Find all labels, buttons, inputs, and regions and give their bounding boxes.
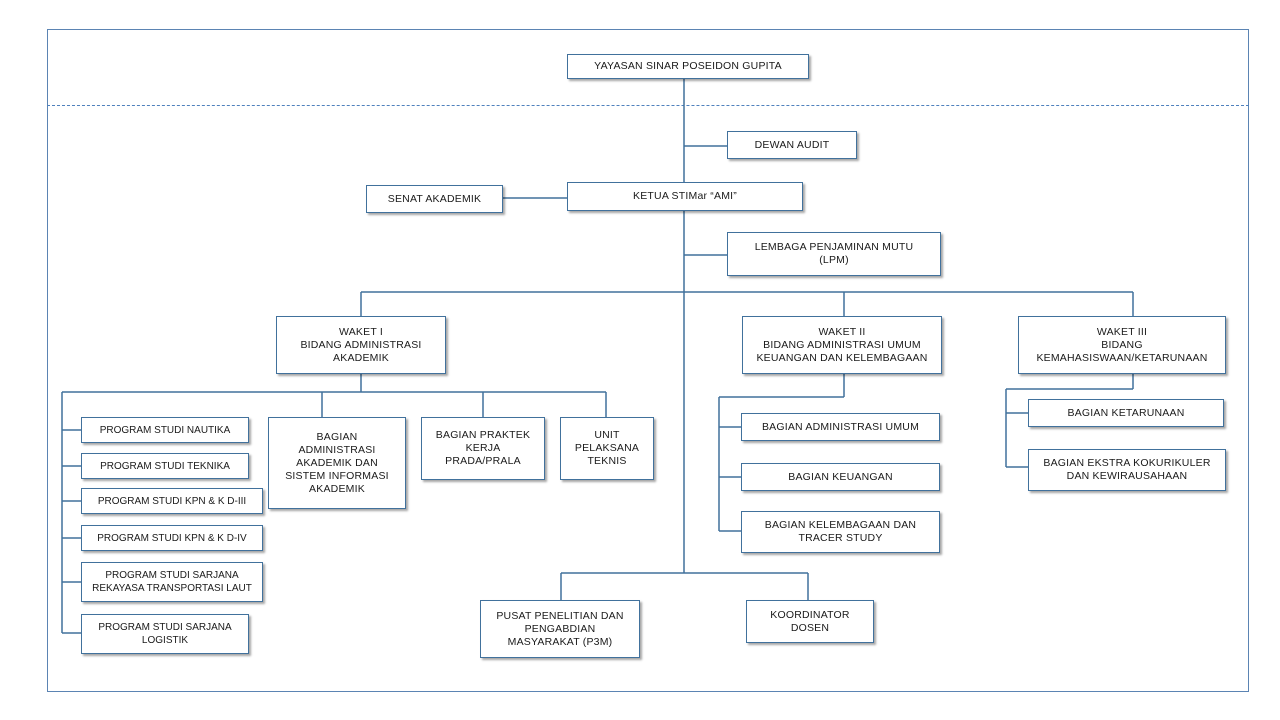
node-dewan-audit-label: DEWAN AUDIT: [754, 138, 830, 151]
node-prodi-kpn-d3-label: PROGRAM STUDI KPN & K D-III: [97, 495, 247, 507]
node-waket-1-label: WAKET I BIDANG ADMINISTRASI AKADEMIK: [300, 325, 422, 364]
node-senat-akademik: SENAT AKADEMIK: [366, 185, 503, 213]
node-unit-pelaksana-teknis-label: UNIT PELAKSANA TEKNIS: [574, 429, 640, 467]
node-prodi-kpn-d3: PROGRAM STUDI KPN & K D-III: [81, 488, 263, 514]
node-bagian-praktek-kerja-label: BAGIAN PRAKTEK KERJA PRADA/PRALA: [435, 429, 531, 467]
node-waket-2: WAKET II BIDANG ADMINISTRASI UMUM KEUANG…: [742, 316, 942, 374]
node-bagian-administrasi-akademik: BAGIAN ADMINISTRASI AKADEMIK DAN SISTEM …: [268, 417, 406, 509]
node-bagian-ekstra-kokurikuler: BAGIAN EKSTRA KOKURIKULER DAN KEWIRAUSAH…: [1028, 449, 1226, 491]
node-bagian-administrasi-umum-label: BAGIAN ADMINISTRASI UMUM: [761, 420, 920, 433]
node-yayasan: YAYASAN SINAR POSEIDON GUPITA: [567, 54, 809, 79]
node-waket-1: WAKET I BIDANG ADMINISTRASI AKADEMIK: [276, 316, 446, 374]
node-bagian-keuangan: BAGIAN KEUANGAN: [741, 463, 940, 491]
node-prodi-nautika: PROGRAM STUDI NAUTIKA: [81, 417, 249, 443]
node-yayasan-label: YAYASAN SINAR POSEIDON GUPITA: [594, 60, 782, 72]
diagram-frame: [47, 29, 1249, 692]
node-prodi-kpn-d4: PROGRAM STUDI KPN & K D-IV: [81, 525, 263, 551]
node-bagian-praktek-kerja: BAGIAN PRAKTEK KERJA PRADA/PRALA: [421, 417, 545, 480]
node-bagian-administrasi-umum: BAGIAN ADMINISTRASI UMUM: [741, 413, 940, 441]
node-bagian-kelembagaan: BAGIAN KELEMBAGAAN DAN TRACER STUDY: [741, 511, 940, 553]
node-prodi-rtl: PROGRAM STUDI SARJANA REKAYASA TRANSPORT…: [81, 562, 263, 602]
node-prodi-rtl-label: PROGRAM STUDI SARJANA REKAYASA TRANSPORT…: [92, 570, 252, 594]
node-ketua-label: KETUA STIMar “AMI”: [633, 190, 737, 202]
node-prodi-logistik: PROGRAM STUDI SARJANA LOGISTIK: [81, 614, 249, 654]
node-lpm-label: LEMBAGA PENJAMINAN MUTU (LPM): [754, 241, 914, 266]
node-koordinator-dosen-label: KOORDINATOR DOSEN: [770, 608, 850, 634]
node-bagian-kelembagaan-label: BAGIAN KELEMBAGAAN DAN TRACER STUDY: [764, 519, 917, 544]
node-bagian-keuangan-label: BAGIAN KEUANGAN: [788, 470, 893, 483]
dashed-separator: [47, 105, 1249, 106]
node-bagian-administrasi-akademik-label: BAGIAN ADMINISTRASI AKADEMIK DAN SISTEM …: [285, 430, 389, 495]
node-prodi-logistik-label: PROGRAM STUDI SARJANA LOGISTIK: [98, 622, 232, 646]
node-prodi-nautika-label: PROGRAM STUDI NAUTIKA: [99, 424, 231, 436]
node-koordinator-dosen: KOORDINATOR DOSEN: [746, 600, 874, 643]
node-bagian-ketarunaan: BAGIAN KETARUNAAN: [1028, 399, 1224, 427]
node-prodi-teknika: PROGRAM STUDI TEKNIKA: [81, 453, 249, 479]
node-waket-3: WAKET III BIDANG KEMAHASISWAAN/KETARUNAA…: [1018, 316, 1226, 374]
node-p3m: PUSAT PENELITIAN DAN PENGABDIAN MASYARAK…: [480, 600, 640, 658]
node-ketua: KETUA STIMar “AMI”: [567, 182, 803, 211]
node-dewan-audit: DEWAN AUDIT: [727, 131, 857, 159]
node-p3m-label: PUSAT PENELITIAN DAN PENGABDIAN MASYARAK…: [496, 609, 624, 648]
node-prodi-teknika-label: PROGRAM STUDI TEKNIKA: [100, 460, 230, 472]
node-prodi-kpn-d4-label: PROGRAM STUDI KPN & K D-IV: [97, 532, 247, 544]
node-bagian-ketarunaan-label: BAGIAN KETARUNAAN: [1067, 406, 1185, 419]
node-bagian-ekstra-kokurikuler-label: BAGIAN EKSTRA KOKURIKULER DAN KEWIRAUSAH…: [1043, 457, 1211, 482]
node-unit-pelaksana-teknis: UNIT PELAKSANA TEKNIS: [560, 417, 654, 480]
node-lpm: LEMBAGA PENJAMINAN MUTU (LPM): [727, 232, 941, 276]
node-waket-2-label: WAKET II BIDANG ADMINISTRASI UMUM KEUANG…: [756, 325, 928, 364]
node-waket-3-label: WAKET III BIDANG KEMAHASISWAAN/KETARUNAA…: [1036, 325, 1208, 364]
node-senat-akademik-label: SENAT AKADEMIK: [387, 192, 482, 205]
